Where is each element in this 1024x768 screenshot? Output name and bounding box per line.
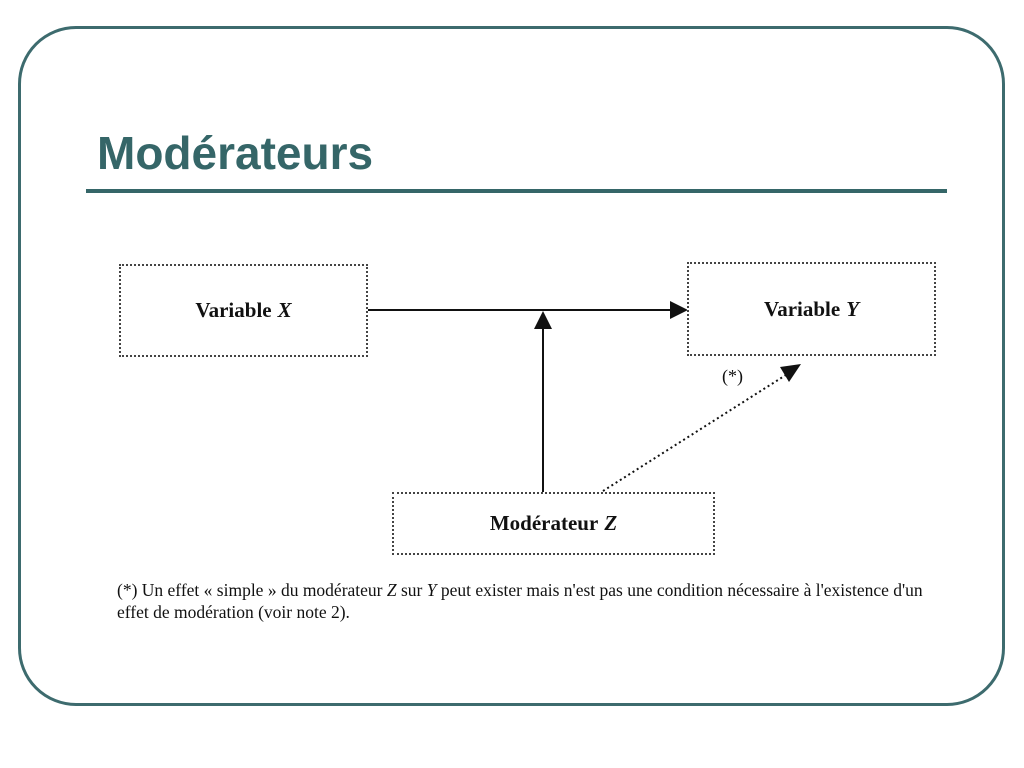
footnote-part2: sur — [396, 580, 427, 600]
variable-x-symbol: X — [277, 298, 292, 322]
title-underline — [86, 189, 947, 193]
arrow-x-to-y-head — [670, 301, 688, 319]
moderator-z-symbol: Z — [604, 511, 618, 535]
arrow-z-to-path-head — [534, 311, 552, 329]
variable-y-box: Variable Y — [687, 262, 936, 356]
variable-x-box: Variable X — [119, 264, 368, 357]
slide-title: Modérateurs — [97, 127, 374, 179]
slide-frame — [18, 26, 1005, 706]
footnote-part1: (*) Un effet « simple » du modérateur — [117, 580, 387, 600]
moderator-z-box: Modérateur Z — [392, 492, 715, 555]
arrow-z-to-y-dotted-line — [602, 372, 790, 492]
footnote-var-z: Z — [386, 580, 397, 600]
arrow-z-to-y-head — [780, 364, 801, 382]
variable-y-symbol: Y — [846, 297, 860, 321]
footnote-var-y: Y — [426, 580, 437, 600]
footnote: (*) Un effet « simple » du modérateur Z … — [117, 579, 947, 623]
asterisk-annotation: (*) — [722, 366, 743, 386]
variable-x-label: Variable — [195, 298, 272, 322]
moderator-z-label: Modérateur — [489, 511, 599, 535]
footnote-part3: peut exister mais n'est pas une conditio… — [117, 580, 923, 622]
variable-y-label: Variable — [763, 297, 841, 321]
